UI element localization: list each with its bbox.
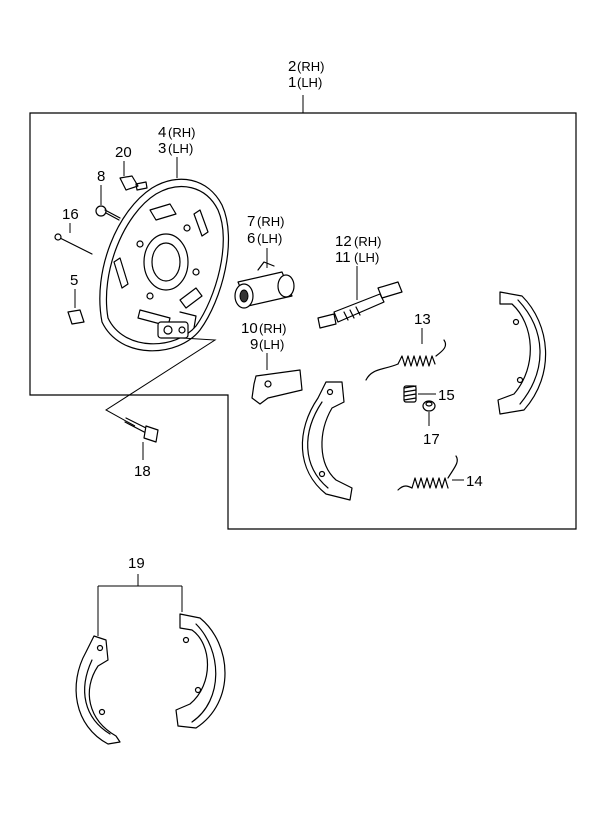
retainer-clip [67, 309, 85, 325]
svg-text:10: 10 [241, 320, 258, 337]
label-5: 5 [70, 272, 78, 289]
svg-text:(LH): (LH) [259, 337, 284, 352]
svg-text:3: 3 [158, 140, 166, 157]
label-20: 20 [115, 144, 132, 161]
label-17: 17 [423, 431, 440, 448]
brake-adjuster [317, 281, 403, 329]
bolt-8 [95, 205, 121, 221]
svg-text:(LH): (LH) [297, 75, 322, 90]
lever-lh-label: 9 (LH) [250, 336, 284, 353]
wheel-cylinder [234, 261, 295, 309]
label-18: 18 [134, 463, 151, 480]
svg-text:2: 2 [288, 58, 296, 75]
label-16: 16 [62, 206, 79, 223]
svg-text:(LH): (LH) [168, 141, 193, 156]
svg-text:(RH): (RH) [297, 59, 324, 74]
label-19: 19 [128, 555, 145, 572]
backing-plate [99, 178, 230, 352]
spring-cup-17 [422, 400, 436, 412]
shoe-kit-right-shoe [175, 613, 226, 729]
shoe-kit-left-shoe [75, 635, 121, 745]
svg-text:(LH): (LH) [257, 231, 282, 246]
backing-plate-lh-label: 3 (LH) [158, 140, 193, 157]
bleeder-screw [119, 175, 148, 191]
hold-down-spring-15 [403, 385, 417, 403]
wheel-cylinder-lh-label: 6 (LH) [247, 230, 282, 247]
adjuster-rh-label: 12 (RH) [335, 233, 381, 250]
svg-text:7: 7 [247, 213, 255, 230]
parking-lever [251, 369, 303, 405]
hold-down-pin [54, 233, 93, 255]
adjuster-lh-label: 11 (LH) [335, 249, 379, 266]
svg-text:1: 1 [288, 74, 296, 91]
svg-text:(RH): (RH) [354, 234, 381, 249]
svg-text:(LH): (LH) [354, 250, 379, 265]
lever-rh-label: 10 (RH) [241, 320, 286, 337]
svg-text:(RH): (RH) [259, 321, 286, 336]
assembly-frame [29, 112, 577, 530]
label-13: 13 [414, 311, 431, 328]
assembly-lh-label: 1 (LH) [288, 74, 322, 91]
svg-text:12: 12 [335, 233, 352, 250]
label-8: 8 [97, 168, 105, 185]
svg-text:11: 11 [335, 249, 351, 266]
brake-shoe-left [301, 381, 353, 501]
assembly-rh-label: 2 (RH) [288, 58, 324, 75]
brake-shoe-right [497, 291, 547, 415]
wheel-cylinder-rh-label: 7 (RH) [247, 213, 284, 230]
svg-text:(RH): (RH) [257, 214, 284, 229]
label-15: 15 [438, 387, 455, 404]
return-spring-14 [397, 455, 458, 491]
svg-text:9: 9 [250, 336, 258, 353]
svg-text:(RH): (RH) [168, 125, 195, 140]
backing-plate-rh-label: 4 (RH) [158, 124, 195, 141]
svg-text:4: 4 [158, 124, 166, 141]
bolt-18 [124, 417, 159, 443]
return-spring-13 [365, 339, 447, 381]
svg-text:6: 6 [247, 230, 255, 247]
label-14: 14 [466, 473, 483, 490]
